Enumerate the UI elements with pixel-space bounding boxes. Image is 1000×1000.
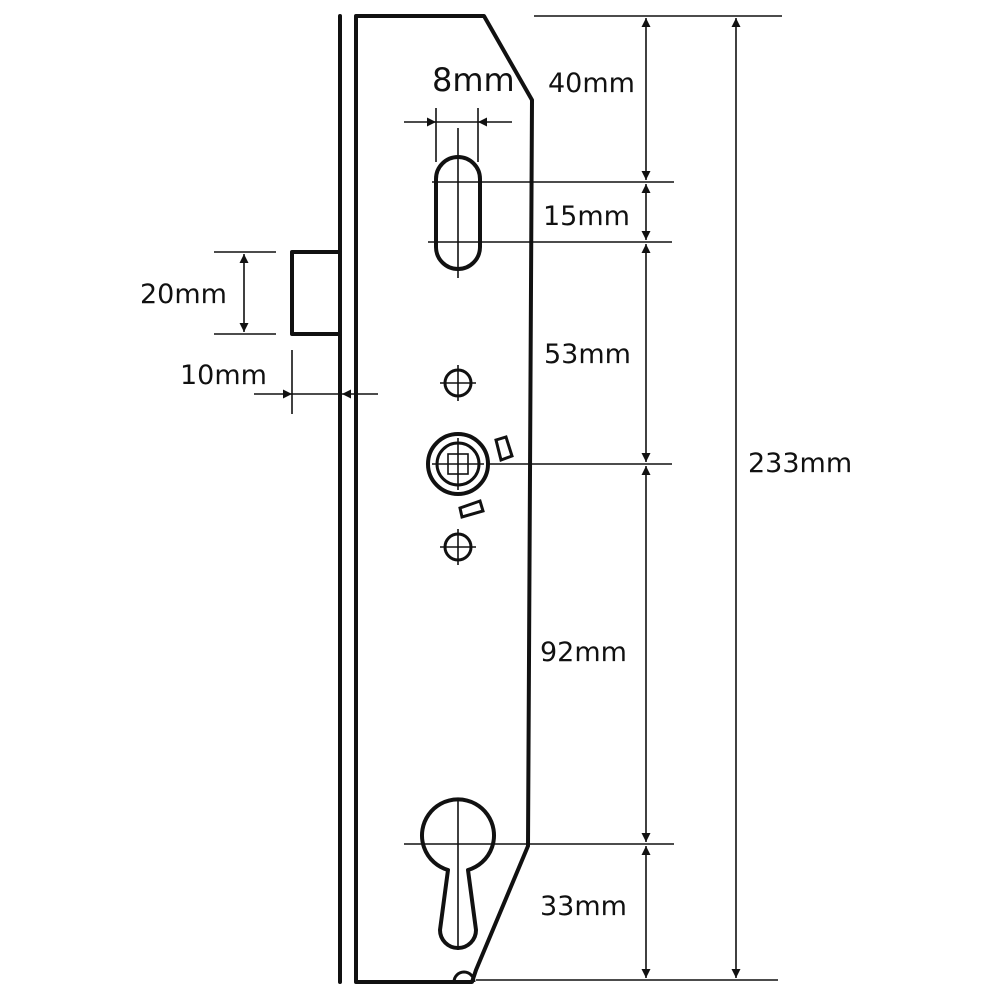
- dim-label-slot-width: 8mm: [432, 61, 515, 99]
- dim-label-slot-to-spindle: 53mm: [544, 339, 631, 370]
- dimension-arrows: [239, 18, 741, 978]
- bottom-notch: [452, 970, 476, 983]
- cylinder-hole: [420, 797, 496, 950]
- upper-fixing-hole: [440, 365, 476, 401]
- dim-label-overall-height: 233mm: [748, 448, 852, 479]
- dim-label-slot-height: 15mm: [543, 201, 630, 232]
- lower-fixing-hole: [440, 529, 476, 565]
- dim-label-top-to-slot: 40mm: [548, 68, 635, 99]
- extension-lines: [214, 15, 782, 981]
- dim-label-latch-height: 20mm: [140, 279, 227, 310]
- dim-label-spindle-to-cylinder: 92mm: [540, 637, 627, 668]
- dim-label-cylinder-to-bottom: 33mm: [540, 891, 627, 922]
- lock-case-body: [354, 14, 534, 984]
- top-slot: [434, 128, 482, 278]
- spindle-follower: [426, 432, 514, 519]
- latch-bolt: [290, 250, 342, 336]
- dim-label-latch-projection: 10mm: [180, 360, 267, 391]
